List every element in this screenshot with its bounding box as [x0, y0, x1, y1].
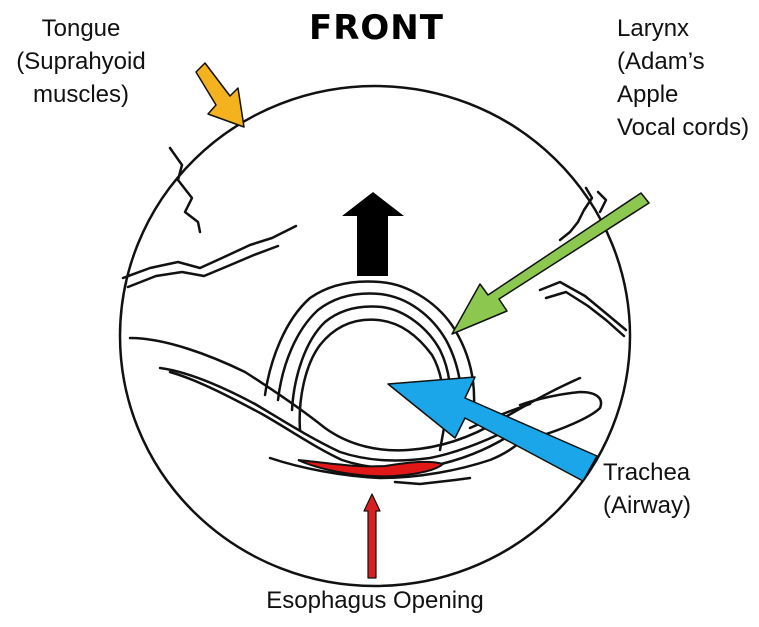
esophagus-arrow [364, 494, 380, 578]
trachea-label-line-1: Trachea [603, 458, 690, 487]
larynx-label-line-1: Larynx [617, 14, 689, 43]
diagram-title: FRONT [309, 8, 444, 48]
larynx-label-line-3: Apple [617, 80, 678, 109]
tongue-label-line-3: muscles) [6, 80, 156, 109]
tongue-label-line-2: (Suprahyoid [6, 47, 156, 76]
tongue-label-line-1: Tongue [6, 14, 156, 43]
tongue-arrow [196, 63, 244, 127]
front-direction-arrow [342, 192, 404, 276]
esophagus-label: Esophagus Opening [225, 586, 525, 615]
larynx-label-line-4: Vocal cords) [617, 113, 749, 142]
esophagus-opening-shape [298, 460, 443, 476]
larynx-label-line-2: (Adam’s [617, 47, 705, 76]
pharynx-walls [130, 338, 601, 484]
trachea-label-line-2: (Airway) [603, 491, 691, 520]
